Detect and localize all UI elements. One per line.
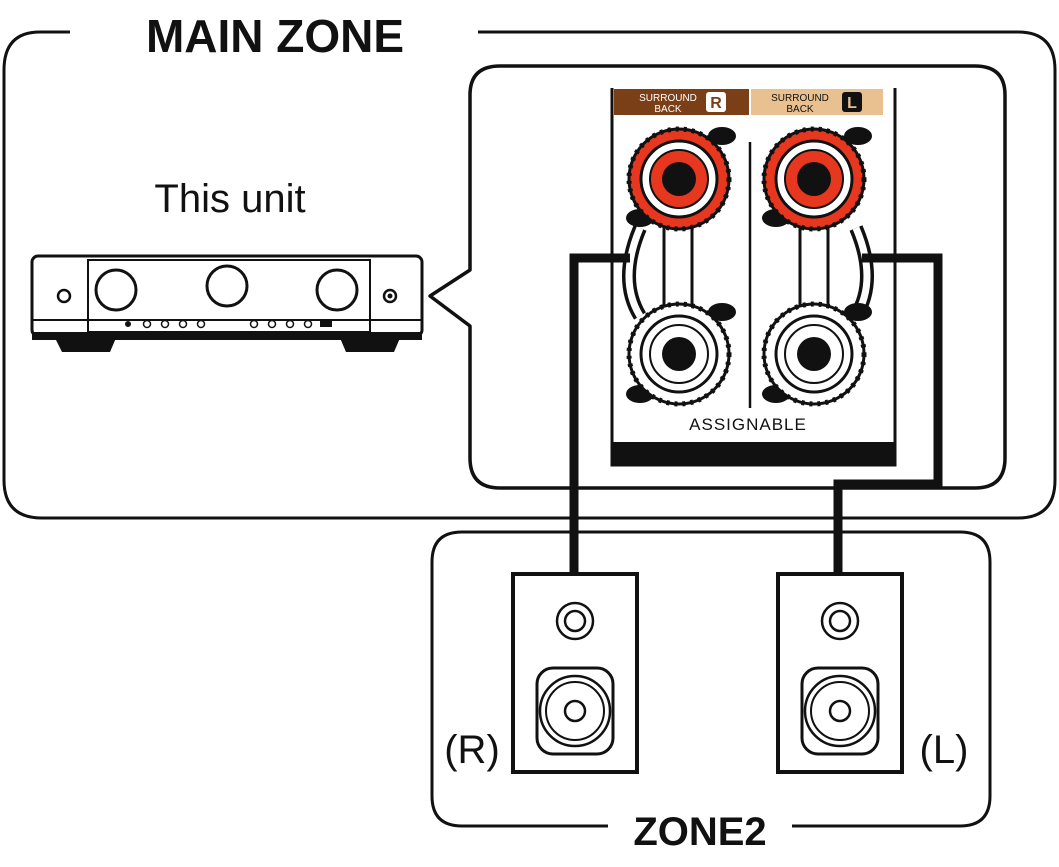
main-zone-title: MAIN ZONE bbox=[146, 10, 404, 62]
surround-back-right-header: SURROUND BACK R bbox=[614, 89, 749, 115]
terminal-panel: SURROUND BACK R SURROUND BACK L bbox=[610, 88, 897, 467]
zone2-title: ZONE2 bbox=[633, 810, 766, 854]
left-channel-badge: L bbox=[847, 95, 857, 112]
speaker-right-label: (R) bbox=[444, 728, 500, 772]
bookshelf-speaker-icon bbox=[776, 572, 904, 774]
right-channel-badge: R bbox=[710, 95, 722, 112]
svg-text:SURROUND: SURROUND bbox=[771, 93, 829, 104]
speaker-cables bbox=[569, 253, 943, 574]
zone2-frame: ZONE2 bbox=[430, 530, 992, 854]
unit-label: This unit bbox=[154, 177, 305, 221]
assignable-label: ASSIGNABLE bbox=[689, 415, 807, 434]
speaker-terminal-icon bbox=[622, 126, 736, 407]
svg-text:BACK: BACK bbox=[654, 104, 682, 115]
surround-back-left-header: SURROUND BACK L bbox=[751, 89, 883, 115]
av-receiver-icon bbox=[30, 254, 424, 352]
svg-text:SURROUND: SURROUND bbox=[639, 93, 697, 104]
svg-text:BACK: BACK bbox=[786, 104, 814, 115]
speaker-left-label: (L) bbox=[920, 728, 969, 772]
speaker-terminal-icon bbox=[761, 126, 874, 407]
main-zone-frame: MAIN ZONE bbox=[2, 10, 1057, 520]
bookshelf-speaker-icon bbox=[511, 572, 639, 774]
